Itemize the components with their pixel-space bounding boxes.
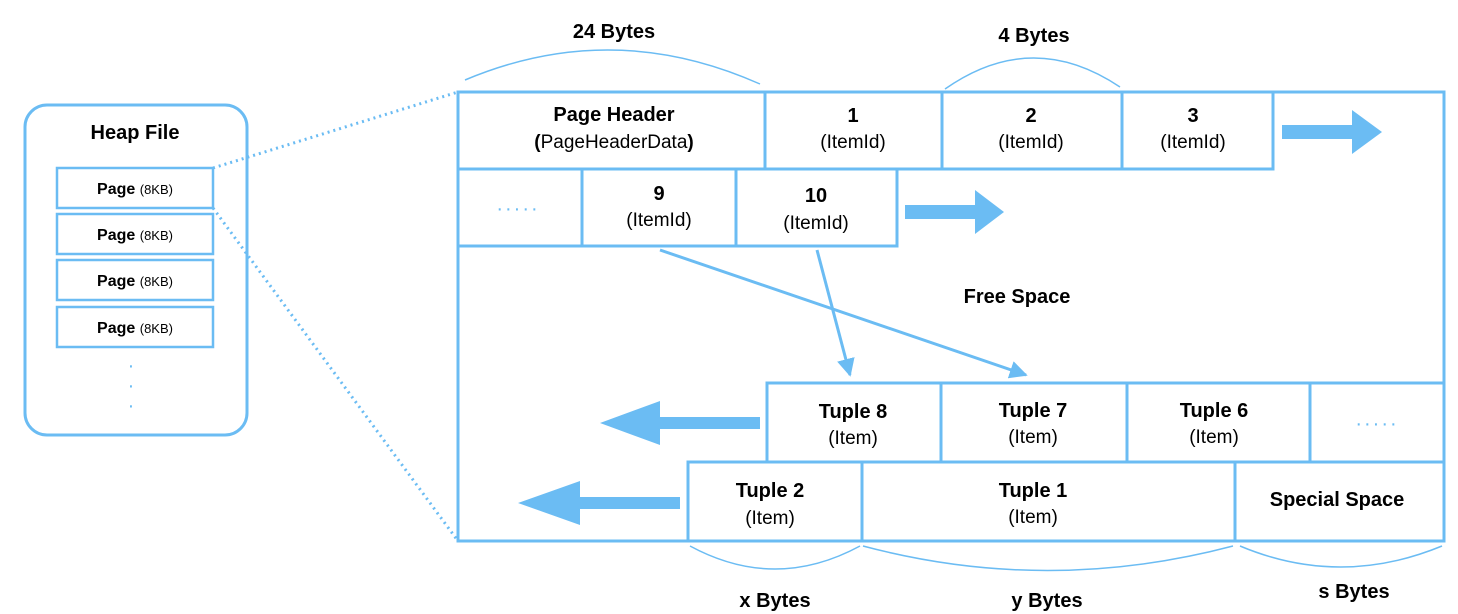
- page-label: Page: [97, 227, 135, 244]
- zoom-line-top: [212, 90, 459, 170]
- page-size: (8KB): [140, 182, 173, 197]
- itemid-label: (ItemId): [626, 210, 691, 231]
- itemid-label: (ItemId): [783, 213, 848, 234]
- tuple-name: Tuple 6: [1180, 400, 1249, 422]
- page-size: (8KB): [140, 321, 173, 336]
- itemid-label: (ItemId): [820, 132, 885, 153]
- growth-arrow-left: [518, 481, 680, 525]
- itemid-number: 3: [1187, 105, 1198, 127]
- heap-file-more-dot: ·: [128, 375, 137, 397]
- tuple1-size-label: y Bytes: [1011, 590, 1082, 612]
- itemid-number: 10: [805, 185, 827, 207]
- page-label: Page: [97, 320, 135, 337]
- zoom-line-bottom: [211, 207, 460, 542]
- svg-text:(PageHeaderData): (PageHeaderData): [534, 132, 693, 153]
- page-header-title: Page Header: [553, 104, 674, 126]
- heap-file-page[interactable]: Page (8KB): [55, 212, 215, 256]
- itemid-number: 1: [847, 105, 858, 127]
- tuple-label: (Item): [745, 508, 795, 529]
- heap-file-more-dot: ·: [128, 355, 137, 377]
- ellipsis-dots: ·····: [496, 198, 539, 220]
- heap-file-page[interactable]: Page (8KB): [55, 166, 215, 210]
- header-size-label: 24 Bytes: [573, 21, 655, 43]
- special-space-cell[interactable]: Special Space: [1233, 460, 1446, 543]
- svg-text:Page (8KB): Page (8KB): [97, 227, 173, 244]
- itemid-number: 9: [653, 183, 664, 205]
- tuple-cell[interactable]: Tuple 6 (Item): [1125, 381, 1312, 464]
- itemid-size-brace: [944, 57, 1121, 90]
- itemid-cell[interactable]: 10 (ItemId): [734, 167, 899, 248]
- itemid-size-label: 4 Bytes: [998, 25, 1069, 47]
- free-space-label: Free Space: [964, 286, 1071, 308]
- page-size: (8KB): [140, 228, 173, 243]
- itemid-ellipsis-cell: ·····: [456, 167, 584, 248]
- itemid-cell[interactable]: 9 (ItemId): [580, 167, 738, 248]
- heap-file: Heap File Page (8KB) Page (8KB) Page (8K…: [23, 103, 249, 437]
- tuple-ellipsis-cell: ·····: [1308, 381, 1446, 464]
- tuple-cell[interactable]: Tuple 2 (Item): [686, 460, 864, 543]
- tuple-cell[interactable]: Tuple 7 (Item): [939, 381, 1129, 464]
- heap-file-page[interactable]: Page (8KB): [55, 258, 215, 302]
- page-size: (8KB): [140, 274, 173, 289]
- special-size-label: s Bytes: [1318, 581, 1389, 603]
- tuple2-size-label: x Bytes: [739, 590, 810, 612]
- tuple-cell[interactable]: Tuple 8 (Item): [765, 381, 943, 464]
- page-label: Page: [97, 181, 135, 198]
- heap-file-more-dot: ·: [128, 395, 137, 417]
- page-label: Page: [97, 273, 135, 290]
- tuple-cell[interactable]: Tuple 1 (Item): [860, 460, 1237, 543]
- tuple2-size-brace: [689, 545, 861, 570]
- itemid-cell[interactable]: 3 (ItemId): [1120, 90, 1275, 171]
- special-size-brace: [1239, 545, 1443, 568]
- ellipsis-dots: ·····: [1355, 413, 1398, 435]
- growth-arrow-right: [1282, 110, 1382, 154]
- svg-text:Page (8KB): Page (8KB): [97, 273, 173, 290]
- pointer-arrow-itemid10-to-tuple8: [815, 249, 855, 377]
- growth-arrow-left: [600, 401, 760, 445]
- itemid-label: (ItemId): [998, 132, 1063, 153]
- tuple-name: Tuple 7: [999, 400, 1068, 422]
- itemid-cell[interactable]: 2 (ItemId): [940, 90, 1124, 171]
- growth-arrow-right: [905, 190, 1004, 234]
- tuple-name: Tuple 2: [736, 480, 805, 502]
- tuple-name: Tuple 1: [999, 480, 1068, 502]
- pointer-arrow-itemid9-to-tuple7: [659, 248, 1028, 379]
- tuple-label: (Item): [1008, 427, 1058, 448]
- itemid-label: (ItemId): [1160, 132, 1225, 153]
- tuple-name: Tuple 8: [819, 401, 888, 423]
- heap-file-page[interactable]: Page (8KB): [55, 305, 215, 349]
- tuple1-size-brace: [862, 545, 1234, 572]
- svg-text:Page (8KB): Page (8KB): [97, 320, 173, 337]
- tuple-label: (Item): [828, 428, 878, 449]
- header-size-brace: [464, 49, 761, 85]
- heap-file-title: Heap File: [91, 122, 180, 144]
- page-header-cell[interactable]: Page Header (PageHeaderData): [456, 90, 767, 171]
- tuple-label: (Item): [1189, 427, 1239, 448]
- special-space-label: Special Space: [1270, 489, 1405, 511]
- itemid-number: 2: [1025, 105, 1036, 127]
- svg-text:Page (8KB): Page (8KB): [97, 181, 173, 198]
- tuple-label: (Item): [1008, 507, 1058, 528]
- itemid-cell[interactable]: 1 (ItemId): [763, 90, 944, 171]
- page-header-subtitle: PageHeaderData: [541, 132, 688, 153]
- page-layout: Page Header (PageHeaderData) 1 (ItemId) …: [456, 90, 1446, 543]
